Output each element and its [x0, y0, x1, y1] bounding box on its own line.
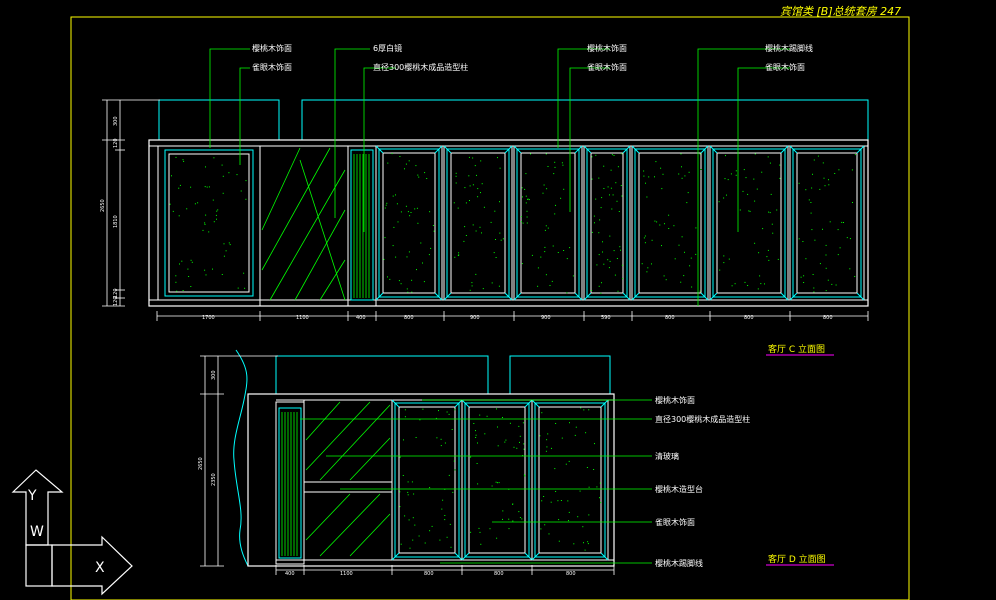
- wood-panel-c-5: [709, 145, 789, 301]
- callout-d1: 樱桃木饰面: [655, 395, 695, 405]
- dim-bottom-c-2: 400: [356, 315, 366, 321]
- wood-panel-d-2: [531, 399, 609, 561]
- dim-bottom-c-9: 800: [823, 315, 833, 321]
- callout-c8: 雀眼木饰面: [765, 62, 805, 72]
- callout-d4: 樱桃木造型台: [655, 484, 703, 494]
- callout-c6: 雀眼木饰面: [587, 62, 627, 72]
- dims-left-c: [102, 99, 160, 307]
- callout-c5: 樱桃木饰面: [587, 43, 627, 53]
- dim-bottom-c-0: 1700: [202, 315, 215, 321]
- leaders-c: [209, 48, 790, 306]
- wood-panels-c: [375, 145, 865, 301]
- elevation-c: 300 120 2650 1810 120 120 1700 1100 400 …: [100, 43, 869, 356]
- wood-panel-c-2: [513, 145, 583, 301]
- dim-bottom-c-8: 800: [744, 315, 754, 321]
- speckle-texture-d: [399, 407, 602, 551]
- dim-bottom-c-3: 800: [404, 315, 414, 321]
- wood-panel-d-0: [391, 399, 463, 561]
- dim-bottom-d-4: 800: [566, 571, 576, 577]
- elevation-c-title: 客厅 C 立面图: [768, 343, 825, 355]
- callout-d5: 雀眼木饰面: [655, 517, 695, 527]
- callout-d6: 樱桃木踢脚线: [655, 558, 703, 568]
- wood-panel-d-1: [461, 399, 533, 561]
- dim-left-d-2: 2350: [211, 473, 217, 486]
- dim-left-c-3: 1810: [113, 215, 119, 228]
- sheet-title: 宾馆类 [B]总统套房 247: [780, 5, 901, 18]
- callout-c7: 樱桃木踢脚线: [765, 43, 813, 53]
- callout-d2: 直径300樱桃木成品造型柱: [655, 414, 750, 424]
- ucs-w-label: W: [30, 524, 44, 540]
- dim-left-d-0: 300: [211, 370, 217, 380]
- dim-left-c-0: 300: [113, 116, 119, 126]
- glass-section-d: [303, 399, 393, 561]
- callout-c4: 直径300樱桃木成品造型柱: [373, 62, 468, 72]
- callout-d3: 清玻璃: [655, 451, 679, 461]
- wood-panel-c-3: [583, 145, 631, 301]
- callout-c3: 6厚白镜: [373, 43, 402, 53]
- dim-left-c-1: 120: [113, 138, 119, 148]
- ucs-icon: [11, 469, 133, 596]
- column-d: [275, 401, 305, 565]
- wood-panels-d: [391, 399, 609, 561]
- column-c: [347, 145, 377, 307]
- elevation-d-title: 客厅 D 立面图: [768, 553, 826, 565]
- wood-panel-c-0: [375, 145, 443, 301]
- elevation-d: 300 2650 2350 400 1100 800 800 800 樱桃木饰面…: [198, 349, 834, 577]
- dim-bottom-c-4: 900: [470, 315, 480, 321]
- wood-panel-c-1: [443, 145, 513, 301]
- callout-c1: 樱桃木饰面: [252, 43, 292, 53]
- dim-bottom-c-6: 590: [601, 315, 611, 321]
- wood-panel-c-6: [789, 145, 865, 301]
- dim-bottom-c-7: 800: [665, 315, 675, 321]
- dim-bottom-d-3: 800: [494, 571, 504, 577]
- ucs-x-label: X: [95, 560, 105, 576]
- dim-bottom-d-1: 1100: [340, 571, 353, 577]
- dim-left-c-4: 120: [113, 288, 119, 298]
- dim-bottom-d-2: 800: [424, 571, 434, 577]
- speckle-texture-c: [169, 153, 856, 294]
- drawing-frame: [70, 16, 910, 600]
- dim-bottom-d-0: 400: [285, 571, 295, 577]
- dim-left-d-1: 2650: [198, 457, 204, 470]
- dim-left-c-2: 2650: [100, 199, 106, 212]
- dim-bottom-c-5: 900: [541, 315, 551, 321]
- callout-c2: 雀眼木饰面: [252, 62, 292, 72]
- dim-left-c-5: 120: [113, 296, 119, 306]
- dim-bottom-c-1: 1100: [296, 315, 309, 321]
- leaders-d: [300, 399, 652, 564]
- wood-panel-c-4: [631, 145, 709, 301]
- ucs-y-label: Y: [27, 488, 37, 504]
